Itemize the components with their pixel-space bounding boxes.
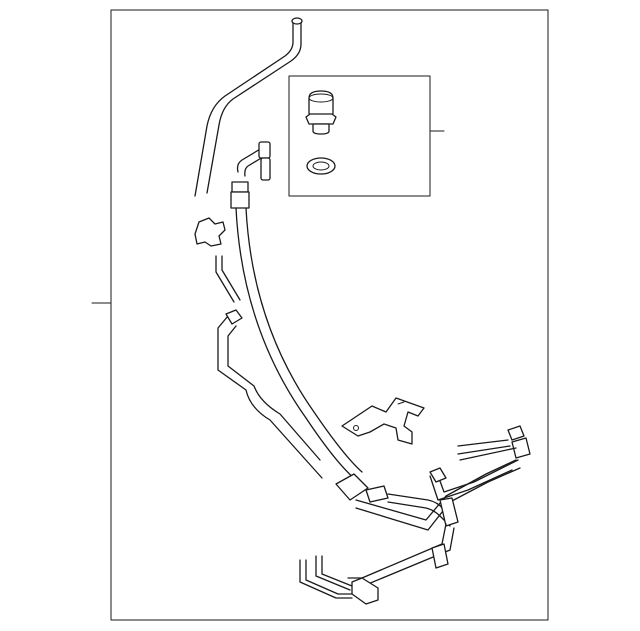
hose-icon <box>194 17 303 197</box>
o-ring-icon <box>306 157 336 175</box>
pressure-switch-icon <box>305 90 337 135</box>
bracket-icon <box>341 397 425 445</box>
clip-icon <box>194 217 226 247</box>
hose-assembly-icon <box>215 141 531 605</box>
diagram-frame <box>110 9 549 621</box>
detail-box <box>288 75 431 197</box>
